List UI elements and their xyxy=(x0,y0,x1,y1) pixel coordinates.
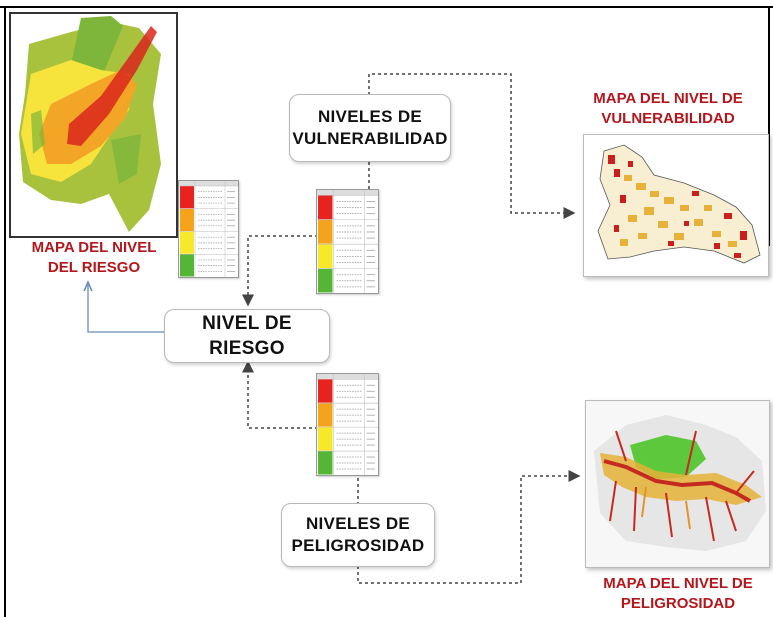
nivel-riesgo-line1: NIVEL DE xyxy=(202,313,292,334)
legend-table-vulnerabilidad xyxy=(316,189,379,294)
caption-mapa-riesgo-line1: MAPA DEL NIVEL xyxy=(31,239,157,256)
nivel-riesgo-box: NIVEL DE RIESGO xyxy=(164,309,330,363)
caption-mapa-peligrosidad-line1: MAPA DEL NIVEL DE xyxy=(603,575,753,592)
legend-table-riesgo xyxy=(178,180,239,278)
frame-top-border xyxy=(0,6,773,8)
caption-mapa-riesgo-line2: DEL RIESGO xyxy=(47,259,141,276)
connector-vulnerabilidad-map xyxy=(368,73,576,219)
frame-left-border xyxy=(4,6,6,617)
niveles-vulnerabilidad-line1: NIVELES DE xyxy=(317,107,423,126)
connector-peligrosidad-map xyxy=(357,470,581,584)
caption-mapa-peligrosidad-line2: PELIGROSIDAD xyxy=(620,595,736,612)
niveles-vulnerabilidad-line2: VULNERABILIDAD xyxy=(292,129,448,148)
legend-table-peligrosidad xyxy=(316,373,379,476)
connector-riesgo-map xyxy=(88,282,165,333)
hazard-map-image xyxy=(585,400,770,568)
caption-mapa-vulnerabilidad-line2: VULNERABILIDAD xyxy=(601,110,735,127)
caption-mapa-riesgo: MAPA DEL NIVEL DEL RIESGO xyxy=(14,238,174,278)
niveles-peligrosidad-line1: NIVELES DE xyxy=(305,514,411,533)
niveles-vulnerabilidad-box: NIVELES DE VULNERABILIDAD xyxy=(289,94,451,162)
connector-legend-to-riesgo-bottom xyxy=(242,360,318,429)
risk-map-image xyxy=(9,12,178,238)
frame-right-border xyxy=(768,6,770,246)
caption-mapa-vulnerabilidad: MAPA DEL NIVEL DE VULNERABILIDAD xyxy=(574,89,762,129)
connector-legend-to-riesgo-top xyxy=(242,235,318,307)
niveles-peligrosidad-line2: PELIGROSIDAD xyxy=(291,536,425,555)
nivel-riesgo-line2: RIESGO xyxy=(209,338,285,359)
vulnerability-map-image xyxy=(583,134,769,277)
caption-mapa-peligrosidad: MAPA DEL NIVEL DE PELIGROSIDAD xyxy=(588,574,768,614)
caption-mapa-vulnerabilidad-line1: MAPA DEL NIVEL DE xyxy=(593,90,743,107)
niveles-peligrosidad-box: NIVELES DE PELIGROSIDAD xyxy=(281,503,435,567)
